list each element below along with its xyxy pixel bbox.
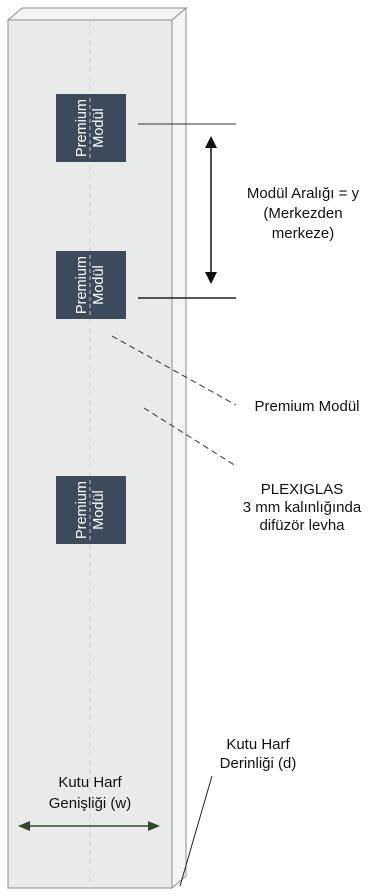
module-spacing-label-line2: (Merkezden [263,205,343,222]
premium-module-callout-text: Premium Modül [254,398,360,415]
plexiglas-callout-line3: difüzör levha [259,517,345,534]
premium-module-2 [56,251,126,319]
width-label-line2: Genişliği (w) [48,795,132,812]
box-letter-depth-label: Kutu Harf Derinliği (d) [196,735,320,773]
premium-module-3 [56,476,126,544]
plexiglas-callout: PLEXIGLAS 3 mm kalınlığında difüzör levh… [226,481,378,535]
plexiglas-callout-leader [143,407,237,467]
module-spacing-label-line1: Modül Aralığı = y [246,185,360,202]
panel-top-face [6,7,188,21]
depth-label-line2: Derinliği (d) [219,755,297,772]
width-label-line1: Kutu Harf [58,774,122,791]
premium-module-1 [56,94,126,162]
depth-callout-leader [179,775,213,887]
module-spacing-label: Modül Aralığı = y (Merkezden merkeze) [228,184,378,244]
plexiglas-callout-line1: PLEXIGLAS [260,481,344,498]
module-callout-leader [111,335,237,406]
plexiglas-callout-line2: 3 mm kalınlığında [242,499,362,516]
panel-side-face [171,6,187,890]
depth-label-line1: Kutu Harf [226,736,290,753]
width-arrow-head-right [148,821,160,831]
spacing-arrow-head-up [205,136,217,148]
premium-module-callout: Premium Modül [236,398,378,416]
box-letter-width-label: Kutu Harf Genişliği (w) [20,772,160,814]
width-arrow-head-left [18,821,30,831]
module-spacing-label-line3: merkeze) [271,225,335,242]
spacing-arrow-head-down [205,272,217,284]
